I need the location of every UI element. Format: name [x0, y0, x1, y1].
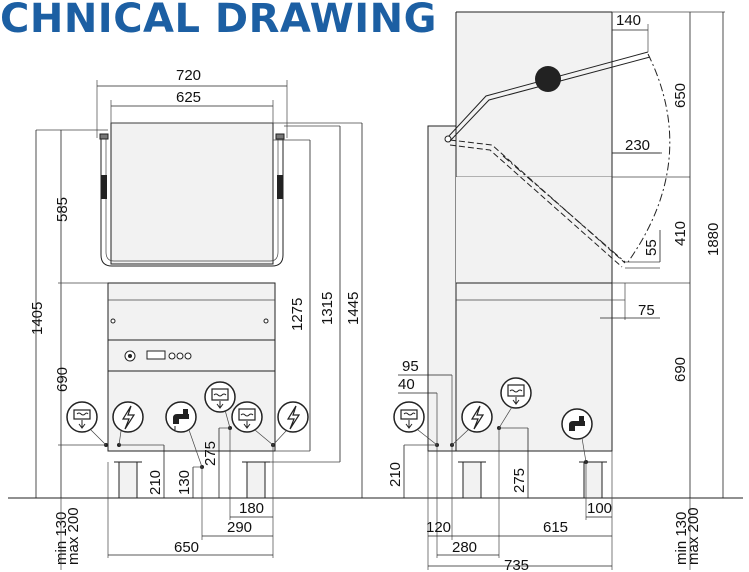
side-column: [427, 125, 457, 452]
dim-side-120: 120: [426, 519, 451, 536]
dim-front-290: 290: [227, 519, 252, 536]
dim-side-650: 650: [672, 83, 689, 108]
hood-handle: [100, 138, 284, 267]
dim-front-650: 650: [174, 539, 199, 556]
dim-side-690: 690: [672, 357, 689, 382]
dim-side-max200: max 200: [685, 507, 702, 565]
side-foot-left: [462, 461, 482, 499]
rinse-aid-icon: [231, 401, 263, 433]
dim-side-735: 735: [504, 557, 529, 572]
page-title: CHNICAL DRAWING: [0, 0, 437, 42]
dim-side-55: 55: [643, 239, 660, 256]
dim-front-1405: 1405: [29, 302, 46, 335]
dim-side-230: 230: [625, 137, 650, 154]
front-dimensions: 720 625 585 1405 690 min 130 max 200: [29, 67, 363, 570]
dim-side-min130: min 130: [673, 512, 690, 565]
power-icon: [112, 401, 144, 433]
side-dimensions: 140 230 650 410 690 1880 55 75 95: [387, 11, 725, 572]
drain-icon: [393, 401, 425, 433]
dim-side-410: 410: [672, 221, 689, 246]
dim-front-130: 130: [176, 470, 193, 495]
front-upper-body: [107, 282, 276, 341]
front-foot-left: [118, 461, 138, 499]
dim-side-100: 100: [587, 500, 612, 517]
dim-side-75: 75: [638, 302, 655, 319]
dim-side-615: 615: [543, 519, 568, 536]
power-icon: [461, 401, 493, 433]
swing-arc: [627, 53, 671, 263]
dim-side-280: 280: [452, 539, 477, 556]
dim-front-210: 210: [147, 470, 164, 495]
dim-side-95: 95: [402, 358, 419, 375]
dim-side-210: 210: [387, 462, 404, 487]
dim-front-1315: 1315: [319, 292, 336, 325]
side-foot-right: [583, 461, 603, 499]
handle-grip-left: [101, 175, 107, 199]
dim-front-720: 720: [176, 67, 201, 84]
power-icon: [277, 401, 309, 433]
counterweight: [535, 66, 561, 92]
detergent-icon: [204, 381, 236, 413]
water-tap-icon: [561, 408, 593, 440]
detergent-icon: [500, 377, 532, 409]
dim-front-690: 690: [54, 367, 71, 392]
dim-front-1445: 1445: [345, 292, 362, 325]
side-view: 140 230 650 410 690 1880 55 75 95: [387, 11, 725, 572]
dim-front-max200: max 200: [65, 507, 82, 565]
drain-icon: [66, 401, 98, 433]
dim-side-40: 40: [398, 376, 415, 393]
water-tap-icon: [165, 401, 197, 433]
dim-side-1880: 1880: [705, 223, 722, 256]
front-view: 720 625 585 1405 690 min 130 max 200: [29, 67, 363, 570]
dim-side-275: 275: [511, 468, 528, 493]
dim-front-180: 180: [239, 500, 264, 517]
dim-front-275: 275: [202, 441, 219, 466]
front-foot-right: [246, 461, 266, 499]
dim-front-585: 585: [54, 197, 71, 222]
front-hood: [110, 122, 274, 265]
dim-front-625: 625: [176, 89, 201, 106]
dim-front-1275: 1275: [289, 298, 306, 331]
dim-front-min130: min 130: [53, 512, 70, 565]
dim-side-140: 140: [616, 12, 641, 29]
handle-grip-right: [277, 175, 283, 199]
